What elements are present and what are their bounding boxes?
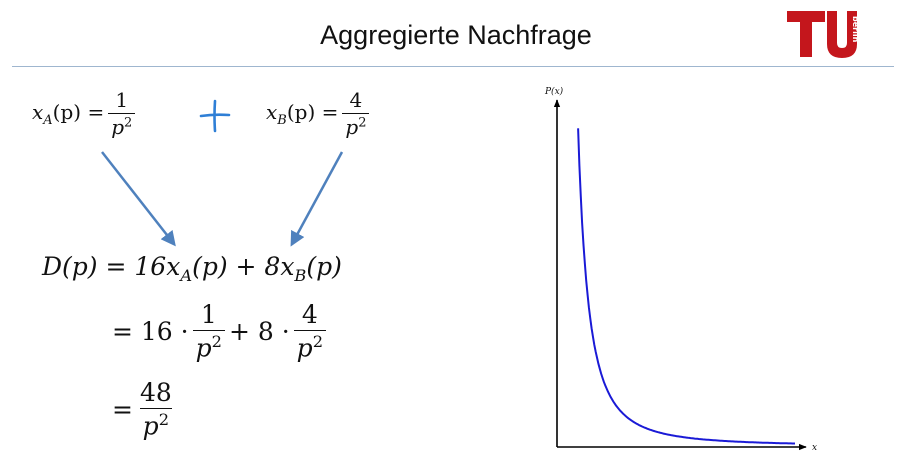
slide-title: Aggregierte Nachfrage — [320, 20, 592, 50]
fraction-line2-1: 1 p2 — [192, 300, 225, 362]
tu-berlin-logo: berlin — [787, 11, 860, 58]
fraction-line3: 48 p2 — [139, 378, 173, 441]
title-divider — [12, 66, 894, 67]
equation-demand-b: xB(p) = 4 p2 — [266, 88, 373, 139]
fraction-a: 1 p2 — [108, 88, 136, 139]
aggregate-line-2: = 16 · 1 p2 + 8 · 4 p2 — [112, 300, 330, 362]
fraction-line2-2: 4 p2 — [293, 300, 327, 362]
aggregate-line-1: D(p) = 16xA(p) + 8xB(p) — [42, 252, 342, 285]
logo-berlin-text: berlin — [851, 16, 860, 43]
arrow-left — [101, 151, 176, 247]
logo-t-shape — [787, 11, 825, 57]
x-axis-label: x — [812, 443, 817, 453]
aggregate-line-3: = 48 p2 — [112, 378, 179, 440]
demand-curve-series — [577, 128, 795, 445]
fraction-b: 4 p2 — [342, 88, 370, 139]
equation-demand-a: xA(p) = 1 p2 — [32, 88, 139, 139]
logo-u-shape — [827, 11, 857, 58]
arrow-right — [290, 151, 344, 247]
plus-sign — [199, 99, 231, 133]
y-axis-label: P(x) — [544, 86, 564, 97]
